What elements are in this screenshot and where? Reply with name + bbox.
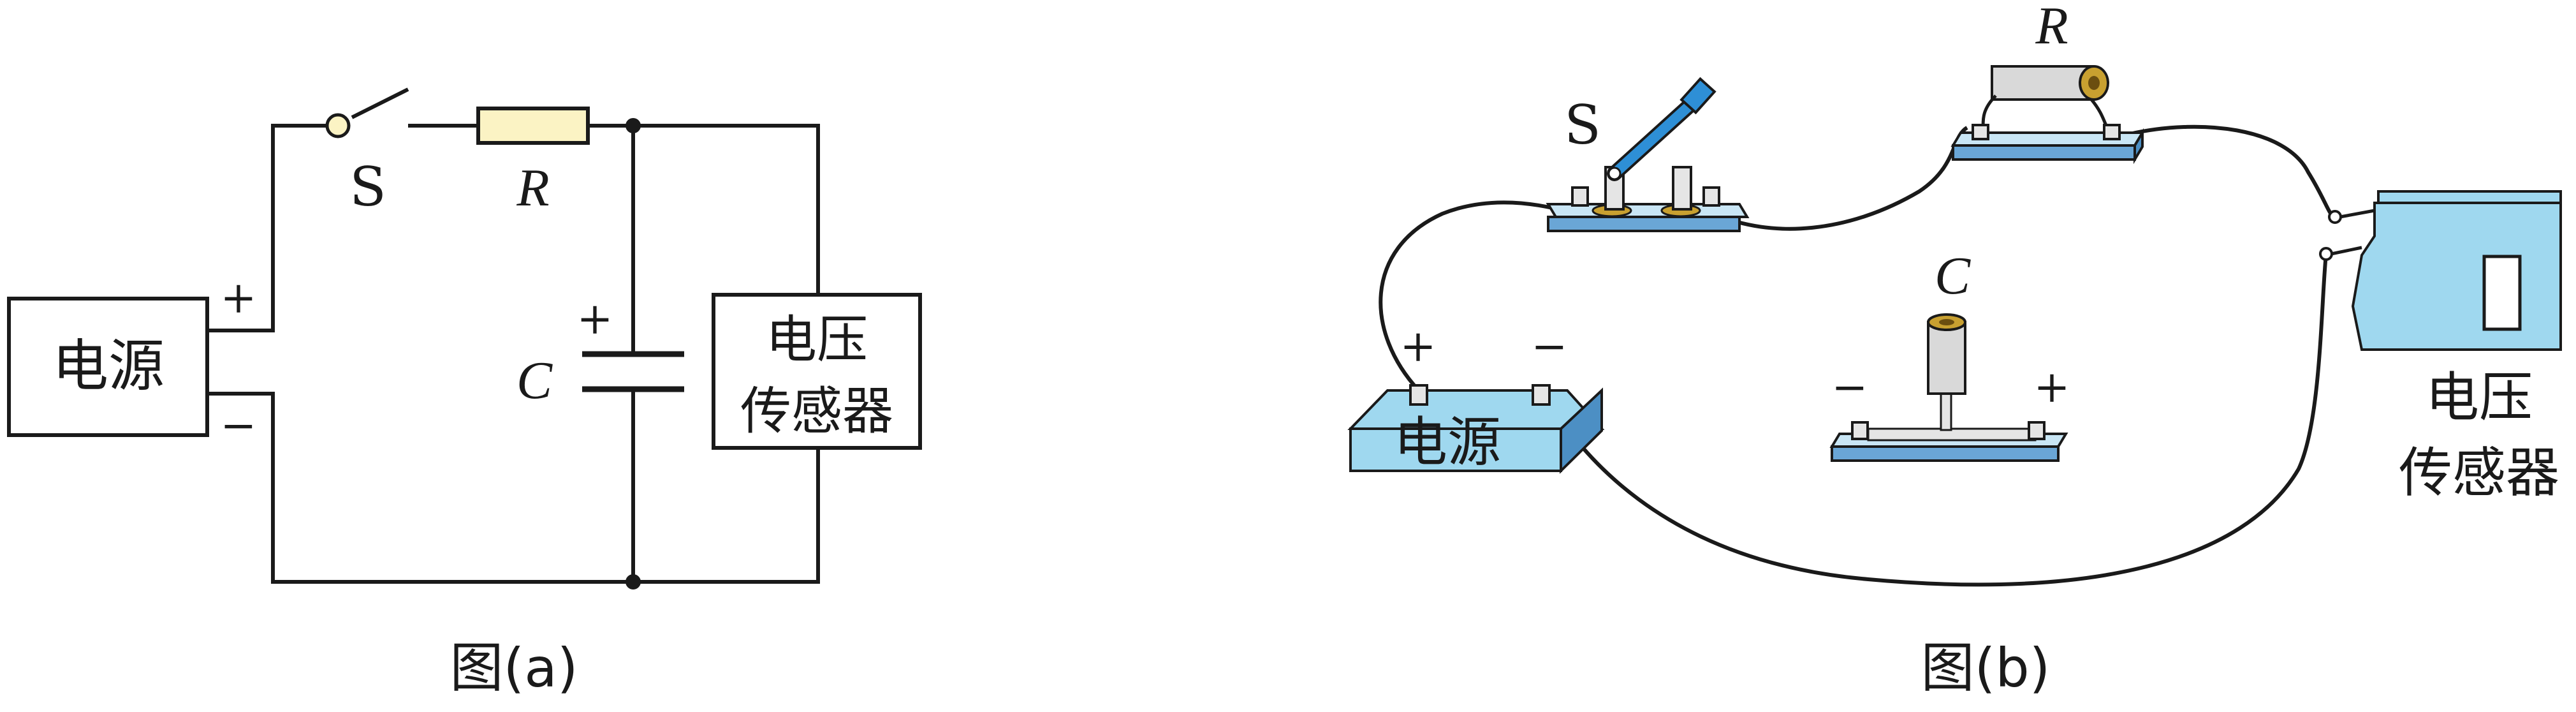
- capacitor-top-center: [1939, 319, 1954, 325]
- sensor-port-top: [2328, 210, 2342, 224]
- switch-pivot: [325, 113, 351, 138]
- power-supply-box: [7, 297, 209, 437]
- sensor-body: [2351, 202, 2562, 351]
- setup-battery-minus: −: [1532, 322, 1568, 372]
- capacitor-body: [1927, 321, 1966, 395]
- caption-b: 图(b): [1921, 637, 2051, 699]
- resistor-terminal-left: [1972, 124, 1989, 140]
- battery-side: [1560, 387, 1603, 474]
- voltage-sensor-box: [712, 293, 922, 450]
- knife-switch: [1546, 77, 1750, 232]
- setup-battery-label: 电源: [1394, 411, 1501, 473]
- power-supply-label: 电源: [52, 333, 165, 399]
- switch-label: S: [349, 156, 386, 218]
- switch-handle-knob: [1680, 77, 1716, 115]
- junction-dot-top: [626, 118, 641, 133]
- capacitor-terminal-right: [2028, 421, 2045, 440]
- capacitor-stem: [1940, 389, 1952, 431]
- caption-a: 图(a): [450, 637, 578, 699]
- sensor-port-bottom: [2319, 247, 2333, 261]
- setup-battery-plus: +: [1400, 322, 1437, 372]
- resistor-base-front: [1952, 144, 2136, 161]
- junction-dot-bottom: [626, 574, 641, 590]
- physical-battery: [1347, 384, 1605, 474]
- switch-post-right: [1672, 166, 1692, 211]
- voltage-sensor-label-line1: 电压: [766, 310, 868, 369]
- wire-resistor-to-sensor: [588, 124, 820, 295]
- resistor-body: [1991, 65, 2094, 101]
- setup-capacitor-minus: −: [1832, 362, 1868, 413]
- setup-resistor-label: R: [2035, 0, 2068, 56]
- schematic-diagram: 电源 + − S R + C 电压 传感器 图(a): [7, 87, 922, 699]
- sensor-display: [2482, 255, 2522, 331]
- switch-pivot-pin: [1607, 167, 1621, 181]
- voltage-sensor-label-line2: 传感器: [740, 382, 893, 441]
- wire-switch-to-resistor: [1713, 126, 1968, 231]
- schematic-resistor: [476, 107, 590, 145]
- resistor-end-center: [2088, 76, 2100, 90]
- power-minus-sign: −: [221, 401, 257, 451]
- wire-battery-minus-to-sensor: [1540, 253, 2328, 587]
- switch-terminal-left: [1571, 186, 1589, 207]
- physical-voltage-sensor: [2319, 190, 2562, 351]
- switch-lever-fill: [1609, 96, 1700, 179]
- power-plus-sign: +: [221, 273, 257, 323]
- setup-sensor-label-line2: 传感器: [2399, 441, 2559, 504]
- setup-switch-label: S: [1564, 94, 1601, 156]
- wire-resistor-to-sensor: [2129, 124, 2335, 219]
- sensor-lead-bottom: [2331, 246, 2362, 256]
- battery-terminal-plus: [1409, 384, 1428, 406]
- battery-terminal-minus: [1532, 384, 1551, 406]
- resistor-base-side: [2133, 128, 2144, 165]
- physical-capacitor: [1829, 313, 2068, 462]
- physical-resistor: [1950, 65, 2145, 165]
- switch-blade: [351, 87, 409, 119]
- sensor-lead-top: [2339, 209, 2375, 219]
- wire-sensor-to-bottom: [207, 392, 820, 584]
- switch-terminal-right: [1702, 186, 1720, 207]
- resistor-label: R: [516, 158, 549, 218]
- wire-battery-plus-to-switch: [1379, 200, 1553, 392]
- wire-plus-to-switch: [207, 124, 327, 332]
- capacitor-label: C: [516, 351, 553, 410]
- resistor-terminal-right: [2103, 124, 2121, 140]
- setup-capacitor-plus: +: [2034, 362, 2070, 413]
- physical-setup-diagram: S R C − +: [1347, 0, 2562, 699]
- setup-sensor-label-line1: 电压: [2426, 366, 2533, 429]
- setup-capacitor-label: C: [1935, 246, 1971, 306]
- switch-base-front: [1547, 216, 1741, 232]
- schematic-wires: [207, 87, 820, 584]
- capacitor-base-front: [1831, 445, 2060, 462]
- capacitor-terminal-left: [1851, 421, 1869, 440]
- capacitor-plus-sign: +: [577, 294, 613, 345]
- setup-wires: [1379, 124, 2335, 587]
